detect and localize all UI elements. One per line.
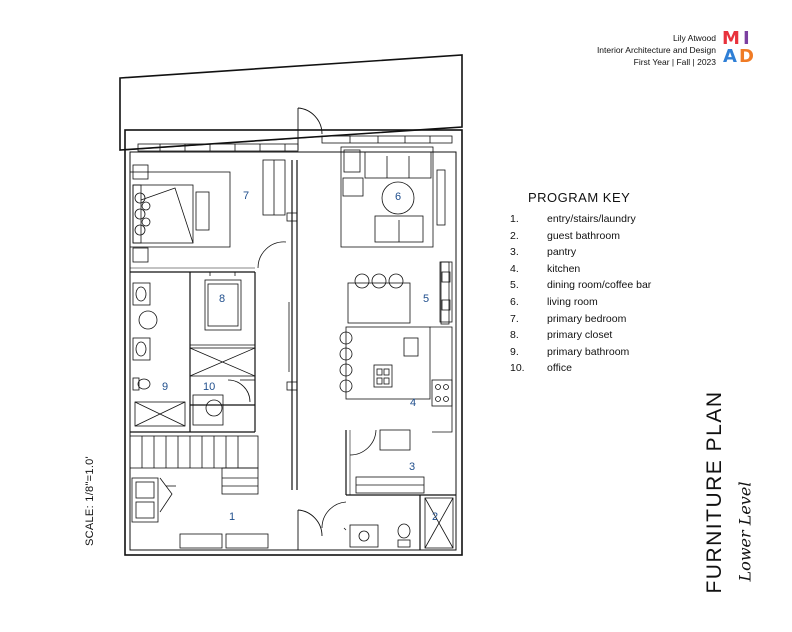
dining-furniture: [347, 261, 453, 324]
program-name: Interior Architecture and Design: [596, 45, 716, 55]
room-label-5: 5: [423, 293, 429, 305]
term-label: First Year | Fall | 2023: [633, 57, 716, 67]
office-furniture: [192, 394, 224, 426]
room-label-8: 8: [219, 293, 225, 305]
room-label-9: 9: [162, 381, 168, 393]
key-item: 4.kitchen: [510, 262, 581, 275]
key-item: 1.entry/stairs/laundry: [510, 213, 636, 225]
scale-label: SCALE: 1/8"=1.0': [84, 456, 96, 546]
entry-doors: [297, 107, 323, 550]
living-furniture: [340, 146, 434, 248]
room-label-4: 4: [410, 397, 416, 409]
room-label-3: 3: [409, 461, 415, 473]
closet-furniture: [189, 272, 256, 377]
stairs: [129, 435, 269, 549]
key-item: 9.primary bathroom: [510, 345, 630, 358]
key-item: 8.primary closet: [510, 329, 613, 342]
plan-subtitle: Lower Level: [735, 481, 755, 582]
key-item: 5.dining room/coffee bar: [510, 279, 652, 292]
room-label-1: 1: [229, 511, 235, 523]
interior-walls: [130, 160, 456, 550]
program-key-title: PROGRAM KEY: [528, 190, 631, 205]
room-labels: 1 2 3 4 5 6 7 8 9 10: [162, 190, 438, 523]
miad-logo: M I A D: [722, 30, 756, 66]
floor-plan-drawing: 1 2 3 4 5 6 7 8 9 10: [119, 54, 463, 556]
room-label-2: 2: [432, 511, 438, 523]
bathroom-fixtures: [132, 282, 186, 427]
key-item: 7.primary bedroom: [510, 312, 627, 325]
logo-letter-i: I: [743, 28, 750, 49]
room-label-10: 10: [203, 381, 215, 393]
author-name: Lily Atwood: [673, 33, 716, 43]
logo-letter-d: D: [739, 46, 754, 67]
program-key-list: 1.entry/stairs/laundry 2.guest bathroom …: [510, 211, 651, 377]
room-label-6: 6: [395, 191, 401, 203]
key-item: 6.living room: [510, 295, 598, 308]
exterior-walls: [119, 54, 463, 556]
key-item: 10.office: [510, 362, 572, 375]
room-label-7: 7: [243, 190, 249, 202]
logo-letter-m: M: [722, 28, 740, 49]
key-item: 3.pantry: [510, 246, 577, 259]
plan-title: FURNITURE PLAN: [703, 390, 726, 594]
logo-letter-a: A: [723, 46, 737, 67]
bedroom-furniture: [129, 159, 286, 263]
kitchen-fixtures: [339, 326, 453, 451]
top-windows: [137, 135, 453, 152]
key-item: 2.guest bathroom: [510, 229, 620, 242]
pantry-bath-fixtures: [343, 476, 454, 549]
